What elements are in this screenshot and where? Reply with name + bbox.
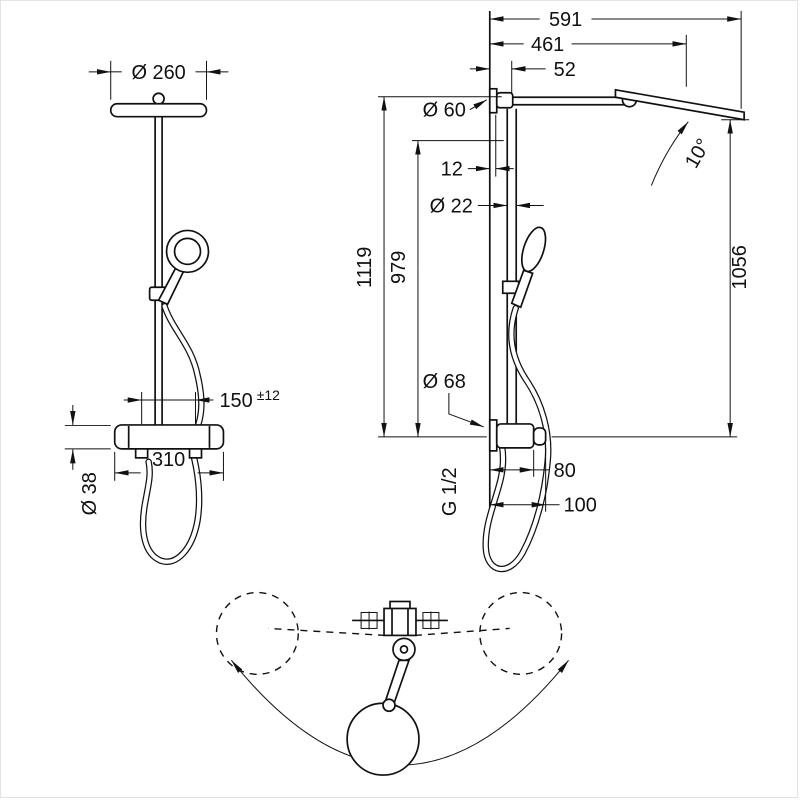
dim-head-diameter: Ø 260 (88, 60, 229, 100)
dim-escutcheon-gap: 12 (441, 114, 514, 181)
valve-top-view (383, 600, 417, 662)
valve-escutcheon-diameter-label: Ø 68 (423, 371, 466, 393)
supply-connection-left (360, 611, 379, 630)
shower-hose-side (482, 304, 552, 573)
connection-tolerance-value: ±12 (257, 387, 280, 403)
valve-total-depth-label: 100 (564, 495, 597, 517)
connection-thread-label: G 1/2 (439, 467, 461, 516)
riser-pipe-top-view (392, 637, 416, 662)
dim-connection-distance: 150 ±12 (123, 387, 280, 424)
dim-valve-body-depth: 80 (489, 449, 576, 482)
connection-distance-value: 150 (219, 390, 252, 412)
dim-head-front-height: 1056 (551, 119, 751, 438)
hand-shower-front (148, 229, 210, 306)
dim-valve-width: 310 (114, 449, 224, 481)
hand-shower-top-view (346, 659, 420, 776)
total-depth-label: 591 (549, 9, 582, 31)
hand-shower-head (165, 229, 210, 274)
dim-head-center-depth: 461 (489, 34, 687, 87)
connection-distance-label: 150 ±12 (219, 387, 280, 412)
dim-valve-escutcheon-diameter: Ø 68 (423, 371, 484, 428)
dim-total-height: 1119 (354, 96, 502, 438)
valve-knob-side (532, 427, 547, 446)
hand-shower-side (501, 226, 547, 309)
dim-valve-body-diameter: Ø 38 (64, 404, 111, 515)
hand-shower-hub-top (382, 698, 396, 713)
hand-shower-swivel-left (215, 591, 299, 676)
head-center-depth-label: 461 (531, 34, 564, 56)
dim-riser-height: 979 (388, 140, 504, 437)
swivel-position-line-left (268, 627, 386, 637)
supply-connection-right (421, 611, 440, 630)
head-front-height-label: 1056 (729, 245, 751, 289)
valve-body-depth-label: 80 (554, 460, 576, 482)
head-diameter-label: Ø 260 (131, 62, 185, 84)
riser-pipe-front (154, 116, 163, 426)
thermostat-valve-side (488, 419, 547, 452)
dim-wall-connector-diameter: Ø 60 (423, 99, 488, 122)
head-tilt-angle-label: 10° (681, 135, 715, 172)
swivel-position-line-right (414, 627, 510, 637)
supply-union-left (134, 448, 149, 459)
valve-escutcheon (488, 419, 498, 452)
hand-shower-head-top (346, 702, 420, 776)
connector-escutcheon (488, 87, 498, 114)
overhead-shower-front (109, 92, 208, 118)
escutcheon-gap-label: 12 (441, 159, 463, 181)
hand-shower-handle-side (510, 269, 534, 309)
valve-body-side (495, 423, 535, 449)
riser-pipe-diameter-label: Ø 22 (430, 195, 473, 217)
side-view: 591 461 52 10° (354, 9, 751, 573)
riser-offset-label: 52 (554, 59, 576, 81)
riser-height-label: 979 (388, 251, 410, 284)
total-height-label: 1119 (354, 247, 376, 288)
valve-width-label: 310 (152, 449, 185, 471)
hand-shower-head-side (520, 226, 547, 273)
thermostat-valve-front (113, 424, 225, 459)
connector-body (495, 91, 514, 109)
shower-head-front (109, 102, 208, 118)
shower-hose-front (139, 302, 205, 565)
wall-connector-side (488, 87, 514, 114)
valve-body-diameter-label: Ø 38 (79, 472, 101, 515)
dim-riser-pipe-diameter: Ø 22 (430, 195, 544, 217)
dim-total-depth: 591 (489, 9, 742, 109)
riser-pipe-side (506, 108, 518, 424)
dim-riser-offset: 52 (469, 59, 576, 93)
front-view: Ø 260 (64, 60, 280, 565)
dim-head-tilt-angle: 10° (650, 121, 715, 186)
dim-valve-total-depth: 100 (489, 447, 597, 517)
supply-union-right (188, 448, 203, 459)
hand-shower-face (173, 237, 202, 266)
ball-joint (152, 92, 165, 106)
hand-shower-swivel-right (479, 591, 563, 676)
top-view (215, 591, 569, 776)
wall-connector-diameter-label: Ø 60 (423, 100, 466, 122)
